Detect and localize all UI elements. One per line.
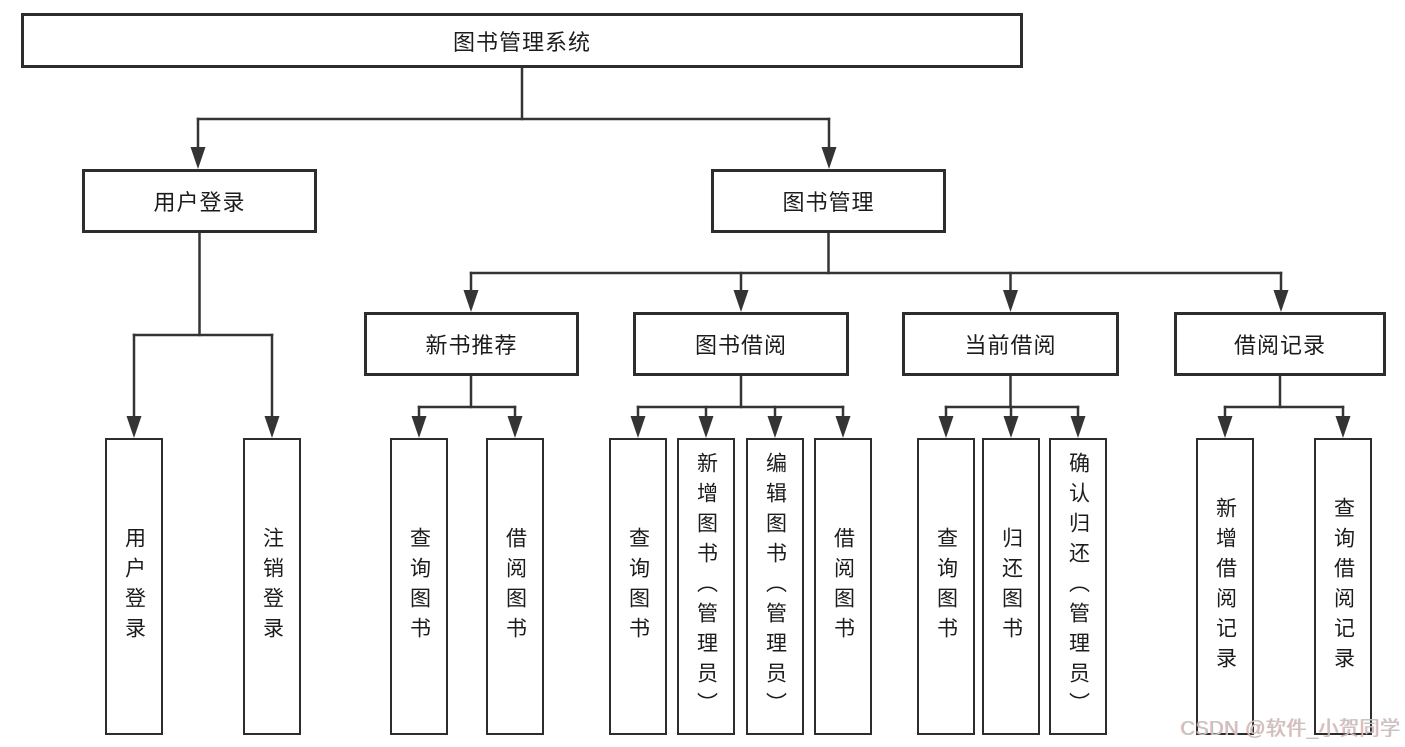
leaf-borrowing-query-books: 查询图书 [609, 438, 667, 735]
node-new-book-recommend: 新书推荐 [364, 312, 579, 376]
watermark-text: CSDN @软件_小贺同学 [1180, 718, 1401, 740]
node-user-login-label: 用户登录 [153, 190, 246, 215]
leaf-borrowing-borrow-books-label: 借阅图书 [831, 526, 855, 647]
leaf-records-query-record-label: 查询借阅记录 [1331, 496, 1355, 677]
node-borrowing-records: 借阅记录 [1174, 312, 1386, 376]
node-new-book-recommend-label: 新书推荐 [425, 333, 518, 358]
leaf-recommend-borrow-books-label: 借阅图书 [503, 526, 527, 647]
leaf-records-query-record: 查询借阅记录 [1314, 438, 1372, 735]
leaf-user-login: 用户登录 [105, 438, 163, 735]
leaf-current-confirm-return-admin: 确认归还（管理员） [1049, 438, 1107, 735]
leaf-recommend-borrow-books: 借阅图书 [486, 438, 544, 735]
leaf-borrowing-query-books-label: 查询图书 [626, 526, 650, 647]
leaf-borrowing-add-books-admin-label: 新增图书（管理员） [694, 451, 718, 722]
leaf-logout: 注销登录 [243, 438, 301, 735]
node-current-borrowing-label: 当前借阅 [964, 333, 1057, 358]
leaf-current-query-books: 查询图书 [917, 438, 975, 735]
leaf-records-add-record: 新增借阅记录 [1196, 438, 1254, 735]
leaf-borrowing-edit-books-admin: 编辑图书（管理员） [746, 438, 804, 735]
leaf-records-add-record-label: 新增借阅记录 [1213, 496, 1237, 677]
node-root: 图书管理系统 [21, 13, 1023, 68]
leaf-borrowing-edit-books-admin-label: 编辑图书（管理员） [763, 451, 787, 722]
leaf-current-return-books-label: 归还图书 [999, 526, 1023, 647]
leaf-borrowing-add-books-admin: 新增图书（管理员） [677, 438, 735, 735]
leaf-recommend-query-books: 查询图书 [390, 438, 448, 735]
node-book-management-label: 图书管理 [782, 190, 875, 215]
node-current-borrowing: 当前借阅 [902, 312, 1119, 376]
node-user-login: 用户登录 [82, 169, 317, 233]
leaf-recommend-query-books-label: 查询图书 [407, 526, 431, 647]
node-book-management: 图书管理 [711, 169, 946, 233]
node-borrowing-records-label: 借阅记录 [1233, 333, 1326, 358]
node-book-borrowing: 图书借阅 [633, 312, 849, 376]
leaf-current-query-books-label: 查询图书 [934, 526, 958, 647]
leaf-current-return-books: 归还图书 [982, 438, 1040, 735]
node-root-label: 图书管理系统 [452, 29, 591, 55]
leaf-current-confirm-return-admin-label: 确认归还（管理员） [1066, 451, 1090, 722]
leaf-user-login-label: 用户登录 [122, 526, 146, 647]
leaf-logout-label: 注销登录 [260, 526, 284, 647]
leaf-borrowing-borrow-books: 借阅图书 [814, 438, 872, 735]
node-book-borrowing-label: 图书借阅 [694, 333, 787, 358]
